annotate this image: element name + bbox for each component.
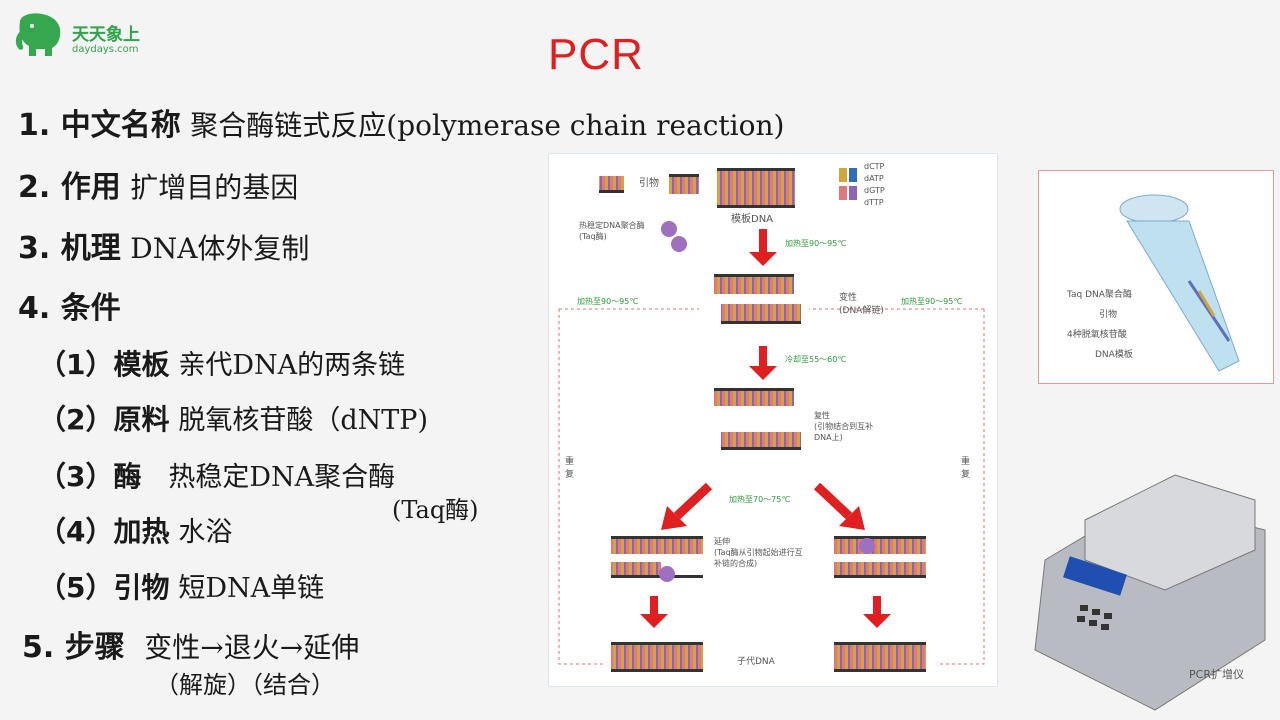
- tube-label-4: DNA模板: [1095, 350, 1133, 360]
- tube-label-1: Taq DNA聚合酶: [1067, 290, 1132, 300]
- tube-label-3: 4种脱氧核苷酸: [1067, 330, 1127, 340]
- elephant-logo-icon: [15, 13, 61, 56]
- condition-5: （5）引物 短DNA单链: [38, 566, 324, 606]
- thermocycler-icon: [1034, 474, 1266, 711]
- condition-5-label: （5）引物: [38, 571, 170, 604]
- temp-label-2: 冷却至55～60℃: [785, 355, 847, 364]
- condition-4-label: （4）加热: [38, 515, 170, 548]
- logo-name: 天天象上: [72, 25, 140, 45]
- condition-3-text: 热稳定DNA聚合酶: [168, 462, 396, 493]
- dntp-3: dGTP: [864, 186, 885, 195]
- item-3-label: 3. 机理: [18, 231, 121, 266]
- pcr-diagram-graphic: [558, 168, 985, 672]
- condition-4: （4）加热 水浴: [38, 510, 232, 550]
- item-4-label: 4. 条件: [18, 291, 121, 326]
- pcr-tube-icon: [1119, 194, 1240, 372]
- extend-caption: 延伸 (Taq酶从引物起始进行互补链的合成): [714, 537, 803, 568]
- condition-3: （3）酶 热稳定DNA聚合酶: [38, 455, 395, 495]
- item-3-text: DNA体外复制: [130, 232, 310, 265]
- logo-sub: daydays.com: [72, 44, 139, 55]
- item-5: 5. 步骤 变性→退火→延伸: [22, 622, 359, 666]
- polymerase-caption: 热稳定DNA聚合酶(Taq酶): [579, 221, 645, 241]
- item-1-label: 1. 中文名称: [18, 108, 181, 143]
- condition-3-label: （3）酶: [38, 460, 142, 493]
- dntp-2: dATP: [864, 174, 884, 183]
- repeat-left: 重复: [565, 457, 575, 480]
- enzyme-note: (Taq酶): [392, 496, 479, 524]
- tube-label-2: 引物: [1099, 310, 1118, 320]
- pcr-diagram: 引物 模板DNA dCTP dATP dGTP dTTP 热稳定DNA聚合酶(T…: [548, 153, 998, 687]
- condition-2: （2）原料 脱氧核苷酸（dNTP): [38, 398, 428, 438]
- steps-note: （解旋）（结合）: [155, 671, 335, 699]
- item-3: 3. 机理 DNA体外复制: [18, 223, 309, 267]
- dntp-4: dTTP: [864, 198, 884, 207]
- dntp-1: dCTP: [864, 162, 885, 171]
- tube-panel: Taq DNA聚合酶 引物 4种脱氧核苷酸 DNA模板: [1038, 170, 1274, 384]
- condition-4-text: 水浴: [178, 517, 233, 548]
- item-2: 2. 作用 扩增目的基因: [18, 162, 298, 206]
- repeat-right: 重复: [961, 457, 971, 480]
- condition-1-label: （1）模板: [38, 348, 170, 381]
- denature-caption: 变性 (DNA解链): [839, 293, 884, 316]
- item-5-label: 5. 步骤: [22, 630, 125, 665]
- temp-label-right: 加热至90～95℃: [901, 297, 963, 306]
- item-2-text: 扩增目的基因: [130, 171, 299, 204]
- daughter-caption: 子代DNA: [737, 657, 775, 667]
- item-1: 1. 中文名称 聚合酶链式反应(polymerase chain reactio…: [18, 100, 784, 144]
- item-2-label: 2. 作用: [18, 170, 121, 205]
- template-caption: 模板DNA: [731, 214, 774, 225]
- condition-1-text: 亲代DNA的两条链: [178, 350, 406, 381]
- condition-1: （1）模板 亲代DNA的两条链: [38, 343, 405, 383]
- machine-label: PCR扩增仪: [1189, 668, 1244, 681]
- temp-label-left: 加热至90～95℃: [577, 297, 639, 306]
- temp-label-1: 加热至90～95℃: [785, 239, 847, 248]
- condition-2-text: 脱氧核苷酸（dNTP): [178, 405, 429, 436]
- item-1-text: 聚合酶链式反应(polymerase chain reaction): [190, 109, 785, 142]
- temp-label-3: 加热至70～75℃: [729, 495, 791, 504]
- item-4: 4. 条件: [18, 283, 121, 327]
- pcr-machine: PCR扩增仪: [1025, 440, 1280, 720]
- primer-caption: 引物: [639, 178, 659, 189]
- page-title: PCR: [548, 30, 644, 79]
- logo: 天天象上 daydays.com: [12, 12, 162, 62]
- item-5-text: 变性→退火→延伸: [144, 631, 360, 664]
- condition-5-text: 短DNA单链: [178, 573, 325, 604]
- anneal-caption: 复性 (引物结合到互补DNA上): [814, 411, 874, 442]
- condition-2-label: （2）原料: [38, 403, 170, 436]
